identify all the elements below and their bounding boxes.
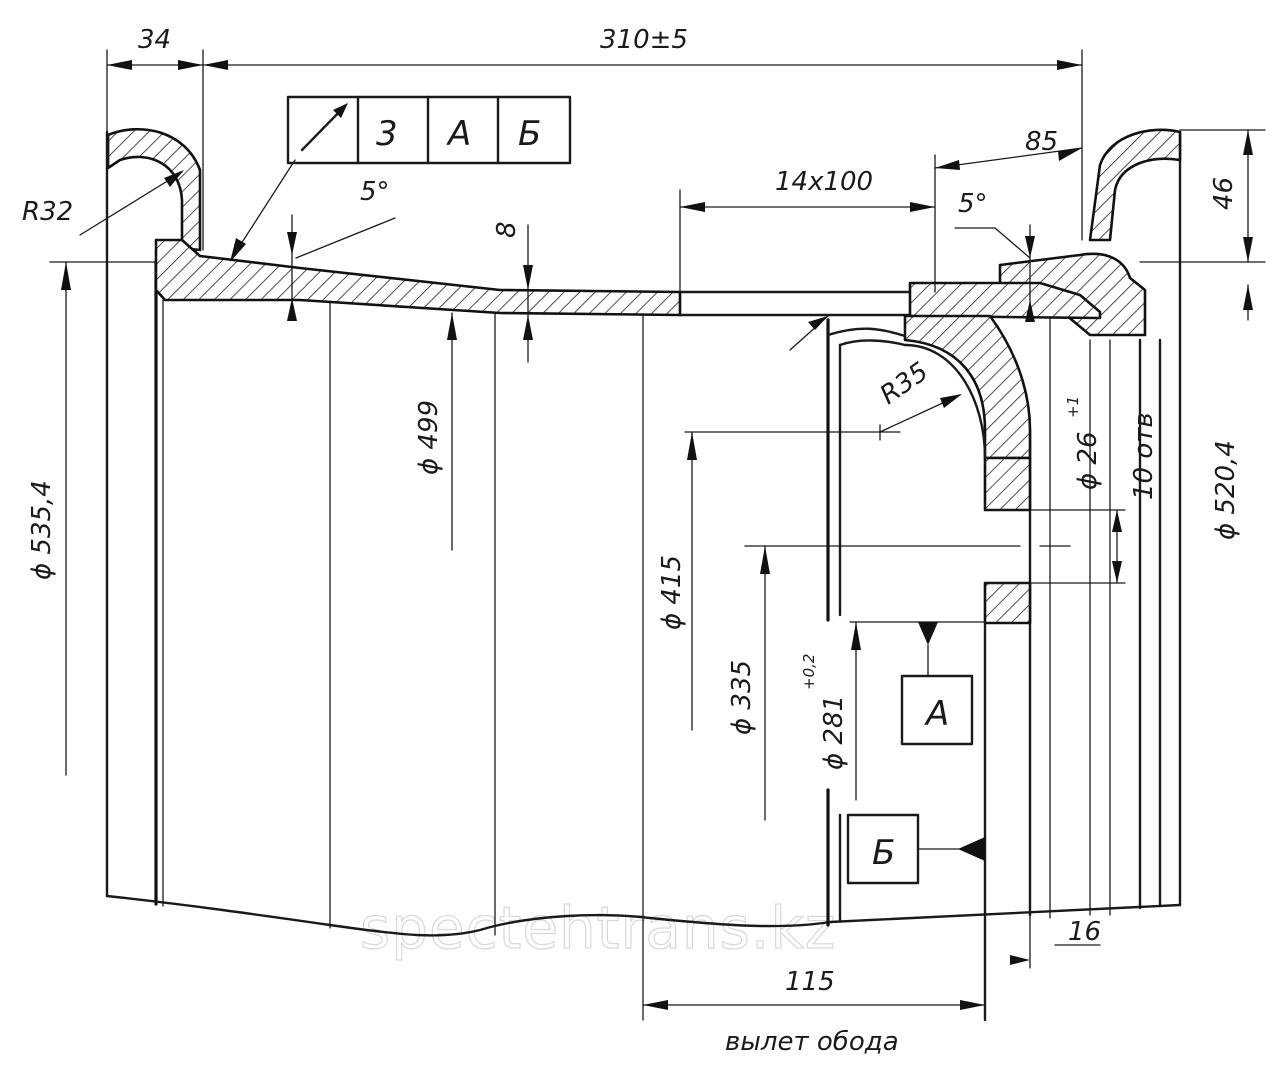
dim-dia-335: ϕ 335 — [727, 660, 757, 735]
dim-flange-width: 34 — [138, 25, 171, 55]
dim-dia-seat: ϕ 499 — [414, 400, 444, 475]
datum-a-label: А — [924, 694, 949, 734]
dim-flange-height: 46 — [1209, 177, 1239, 210]
rim-seat-section — [154, 238, 682, 317]
right-flange-section — [1088, 128, 1182, 242]
dim-dia-281-tolerance: +0,2 — [800, 654, 818, 690]
dimension-lines — [49, 49, 1266, 1010]
datum-b: Б — [846, 813, 985, 885]
dim-disc-thickness: 16 — [1068, 917, 1101, 947]
dim-rim-section: 14x100 — [775, 167, 873, 197]
datum-b-label: Б — [872, 833, 895, 873]
dim-dia-281: ϕ 281 — [819, 695, 849, 770]
tolerance-datum-a: А — [446, 114, 471, 154]
dim-overall-width: 310±5 — [600, 25, 688, 55]
dim-hole-dia-tolerance: +1 — [1064, 396, 1082, 418]
dim-offset-right-flange: 85 — [1025, 127, 1058, 157]
dim-dia-415: ϕ 415 — [657, 555, 687, 630]
dim-hole-count: 10 отв — [1129, 412, 1159, 500]
rim-body — [105, 130, 1182, 1022]
datum-a: А — [900, 622, 974, 746]
tolerance-value: 3 — [376, 114, 398, 154]
dim-angle-left: 5° — [360, 177, 390, 207]
tolerance-frame: 3 А Б — [286, 95, 572, 165]
caption: вылет обода — [725, 1027, 899, 1057]
dim-dia-520: ϕ 520,4 — [1211, 440, 1241, 540]
tolerance-datum-b: Б — [518, 114, 541, 154]
dim-radius-disc: R35 — [875, 357, 934, 411]
dim-thickness: 8 — [492, 221, 522, 238]
watermark: spectehtrans.kz — [360, 894, 836, 962]
dim-offset: 115 — [785, 967, 835, 997]
dim-radius-flange: R32 — [22, 197, 73, 227]
dim-hole-dia: ϕ 26 — [1073, 432, 1103, 491]
disc-section-mid — [983, 456, 1032, 512]
disc-section-lower — [983, 581, 1032, 625]
dim-angle-right: 5° — [958, 189, 988, 219]
dim-dia-outer: ϕ 535,4 — [27, 480, 57, 580]
